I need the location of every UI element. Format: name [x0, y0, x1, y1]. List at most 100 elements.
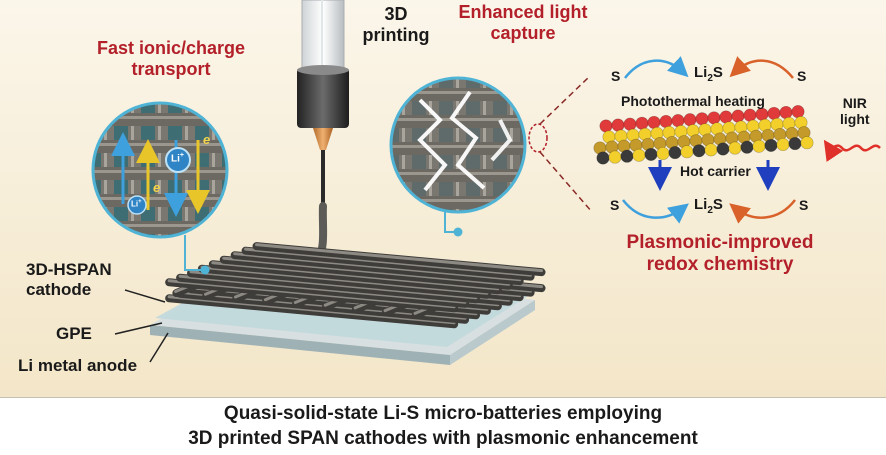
- magnified-fiber-horizontal-highlight: [391, 91, 525, 94]
- caption-line1: Quasi-solid-state Li-S micro-batteries e…: [223, 403, 663, 424]
- electron-label-2: e: [203, 132, 211, 147]
- magnified-fiber-horizontal-highlight: [93, 197, 227, 200]
- li2s-bottom-li: Li: [694, 196, 708, 213]
- arrow-bottom-s-to-li2s: [622, 199, 689, 224]
- atom: [731, 109, 745, 123]
- connector-left-dot: [200, 265, 210, 275]
- atom: [728, 141, 742, 155]
- li2s-bottom-s: S: [712, 196, 723, 213]
- species-s-top-right: S: [797, 68, 807, 84]
- atom: [668, 146, 682, 160]
- magnified-fiber-horizontal-highlight: [93, 170, 227, 173]
- species-li2s-bottom: Li2S: [694, 196, 723, 216]
- printing-line1: 3D: [384, 4, 408, 24]
- atom: [632, 148, 646, 162]
- fast-transport-title: Fast ionic/charge transport: [76, 38, 266, 80]
- magnified-fiber-horizontal: [93, 194, 227, 207]
- species-s-bottom-left: S: [610, 197, 620, 213]
- magnified-fiber-horizontal-highlight: [93, 116, 227, 119]
- pointer-anode: [149, 332, 169, 363]
- li2s-top-s: S: [712, 64, 723, 81]
- atom: [716, 142, 730, 156]
- atom: [719, 110, 733, 124]
- atom: [599, 119, 613, 133]
- plasmonic-line2: redox chemistry: [646, 254, 794, 275]
- atom: [647, 115, 661, 129]
- atom: [779, 105, 793, 120]
- pointer-cathode: [124, 289, 166, 303]
- atom: [596, 151, 610, 165]
- li-ion-small-label: Li+: [131, 199, 142, 209]
- magnified-fiber-horizontal-highlight: [391, 145, 525, 148]
- atom: [635, 116, 649, 130]
- arrow-top-s-right-to-li2s: [729, 56, 794, 79]
- light-capture-line1: Enhanced light: [458, 2, 588, 22]
- arrow-bottom-s-right-to-li2s: [729, 199, 796, 224]
- cathode-label: 3D-HSPAN cathode: [26, 260, 112, 300]
- atom: [704, 143, 718, 157]
- photothermal-heating-label: Photothermal heating: [621, 93, 765, 109]
- atom: [608, 150, 622, 164]
- atom: [707, 111, 721, 125]
- nir-line2: light: [840, 111, 870, 127]
- magnified-fiber-horizontal: [391, 169, 525, 182]
- atom: [695, 112, 709, 126]
- magnified-fiber-horizontal: [93, 167, 227, 180]
- magnified-light-capture: [389, 76, 527, 214]
- li-ion-small-charge: +: [138, 199, 142, 205]
- atom: [800, 136, 814, 150]
- li2s-bottom-subscript: 2: [707, 205, 713, 216]
- magnified-fiber-horizontal-highlight: [391, 172, 525, 175]
- zoom-line-bottom: [539, 151, 593, 213]
- fast-transport-line2: transport: [131, 59, 211, 79]
- printing-line2: printing: [362, 25, 430, 45]
- atom: [644, 147, 658, 161]
- fiber-row-highlight: [255, 243, 544, 273]
- species-li2s-top: Li2S: [694, 64, 723, 84]
- zoom-line-top: [539, 75, 591, 125]
- plasmonic-line1: Plasmonic-improved: [626, 232, 814, 253]
- atom: [755, 107, 769, 121]
- atom: [623, 117, 637, 131]
- li-ion-small-text: Li: [131, 199, 139, 209]
- atom: [740, 140, 754, 154]
- light-capture-title: Enhanced light capture: [448, 2, 598, 44]
- plasmonic-nanoparticle-layer: [593, 105, 814, 165]
- electron-label-1: e: [153, 180, 161, 195]
- atom: [620, 149, 634, 163]
- fast-transport-line1: Fast ionic/charge: [96, 38, 246, 58]
- li-ion-big-label: Li+: [171, 152, 184, 164]
- atom: [752, 139, 766, 153]
- atom: [767, 106, 781, 120]
- atom: [692, 144, 706, 158]
- magnified-fiber-horizontal-highlight: [391, 199, 525, 202]
- magnified-fiber-horizontal-highlight: [93, 143, 227, 146]
- caption-line2: 3D printed SPAN cathodes with plasmonic …: [188, 428, 698, 449]
- magnified-fiber-horizontal-highlight: [391, 118, 525, 121]
- atom: [764, 138, 778, 152]
- light-capture-line2: capture: [490, 23, 556, 43]
- cathode-line1: 3D-HSPAN: [26, 260, 112, 279]
- atom: [776, 137, 790, 152]
- nir-light-label: NIR light: [840, 95, 870, 127]
- atom: [680, 145, 694, 159]
- connector-right-dot: [453, 227, 463, 237]
- li-ion-big-text: Li: [171, 153, 180, 165]
- nir-light-wave: [823, 139, 881, 162]
- atom: [656, 146, 670, 161]
- plasmonic-title: Plasmonic-improved redox chemistry: [590, 232, 850, 276]
- nir-line1: NIR: [842, 95, 867, 111]
- li-ion-big-charge: +: [179, 152, 184, 159]
- li2s-top-subscript: 2: [707, 73, 713, 84]
- species-s-bottom-right: S: [799, 197, 809, 213]
- zoom-region-marker: [528, 123, 548, 153]
- li2s-top-li: Li: [694, 64, 708, 81]
- atom: [743, 108, 757, 122]
- cathode-line2: cathode: [26, 280, 92, 299]
- anode-label: Li metal anode: [18, 356, 138, 375]
- printing-title: 3D printing: [356, 4, 436, 46]
- pointer-gpe: [114, 322, 163, 335]
- battery-schematic: [0, 0, 886, 398]
- connector-left: [184, 235, 205, 271]
- atom: [788, 137, 802, 151]
